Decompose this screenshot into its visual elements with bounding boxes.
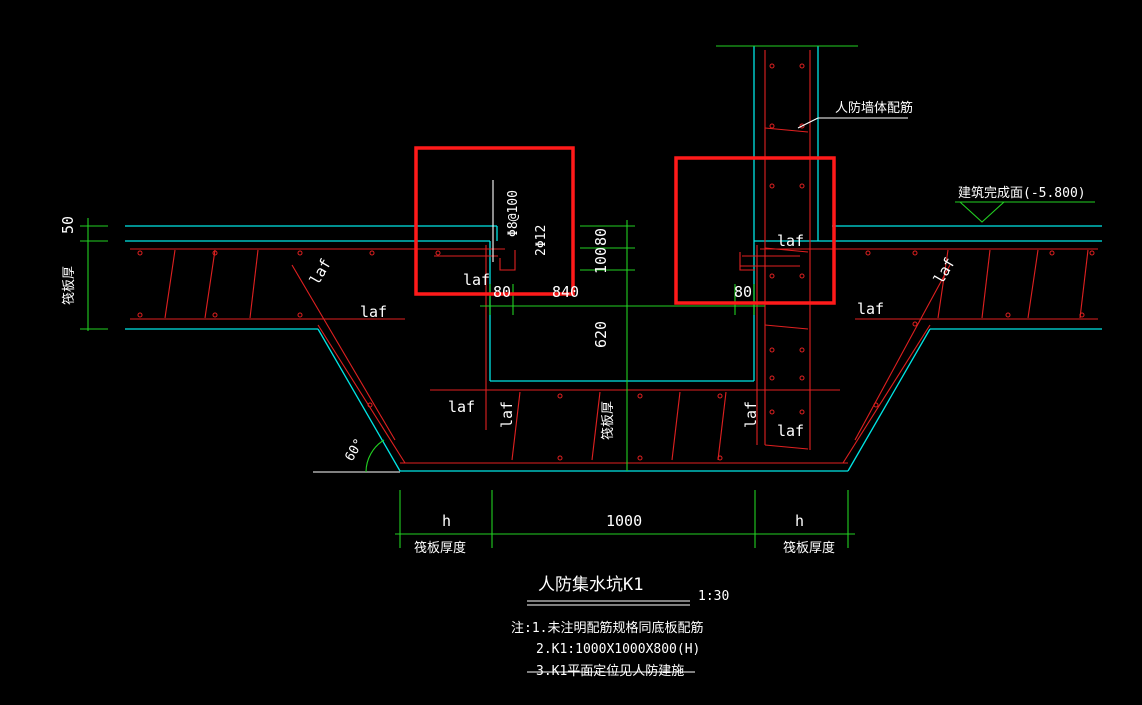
- elevation-label: 建筑完成面(-5.800): [958, 185, 1086, 201]
- highlight-box-left: [414, 146, 575, 296]
- laf-label-4: laf: [857, 300, 884, 318]
- drawing-title: 人防集水坑K1: [538, 575, 643, 595]
- highlight-box-right: [674, 156, 836, 305]
- laf-label-3: laf: [777, 232, 804, 250]
- laf-label-5: laf: [448, 398, 475, 416]
- rebar-lines: [130, 50, 1098, 464]
- laf-label-10: laf: [742, 401, 760, 428]
- concrete-outline: [125, 46, 1102, 472]
- dim-80-left: 80: [493, 283, 511, 301]
- slab-thickness-label: 筏板厚: [61, 266, 77, 305]
- dim-h-left: h: [442, 512, 451, 530]
- dim-840: 840: [552, 283, 579, 301]
- leader-lines: [492, 117, 908, 673]
- bar-spec: 2Φ12: [534, 225, 549, 256]
- dim-100-vertical: 100: [592, 247, 610, 274]
- rebar-dots: [137, 63, 1095, 461]
- pit-slab-thickness-label: 筏板厚: [600, 401, 616, 440]
- dim-top-50: 50: [59, 216, 77, 234]
- dim-h-right: h: [795, 512, 804, 530]
- laf-label-2: laf: [463, 271, 490, 289]
- raft-thickness-right: 筏板厚度: [783, 540, 835, 556]
- drawing-scale: 1:30: [698, 589, 729, 604]
- note-1: 注:1.未注明配筋规格同底板配筋: [511, 620, 703, 636]
- laf-label-7: laf: [306, 256, 335, 288]
- dimension-lines: [80, 45, 1095, 548]
- wall-rebar-label: 人防墙体配筋: [835, 100, 913, 116]
- dim-1000: 1000: [606, 512, 642, 530]
- note-2: 2.K1:1000X1000X800(H): [536, 642, 700, 657]
- raft-thickness-left: 筏板厚度: [414, 540, 466, 556]
- laf-label-6: laf: [777, 422, 804, 440]
- laf-label-9: laf: [498, 401, 516, 428]
- laf-label-1: laf: [360, 303, 387, 321]
- laf-label-8: laf: [930, 255, 959, 287]
- dim-80-right: 80: [734, 283, 752, 301]
- angle-label: 60°: [342, 436, 367, 464]
- dim-620-vertical: 620: [592, 321, 610, 348]
- note-3: 3.K1平面定位见人防建施: [536, 663, 684, 679]
- stirrup-spec: Φ8@100: [506, 190, 521, 237]
- dim-80-vertical: 80: [592, 228, 610, 246]
